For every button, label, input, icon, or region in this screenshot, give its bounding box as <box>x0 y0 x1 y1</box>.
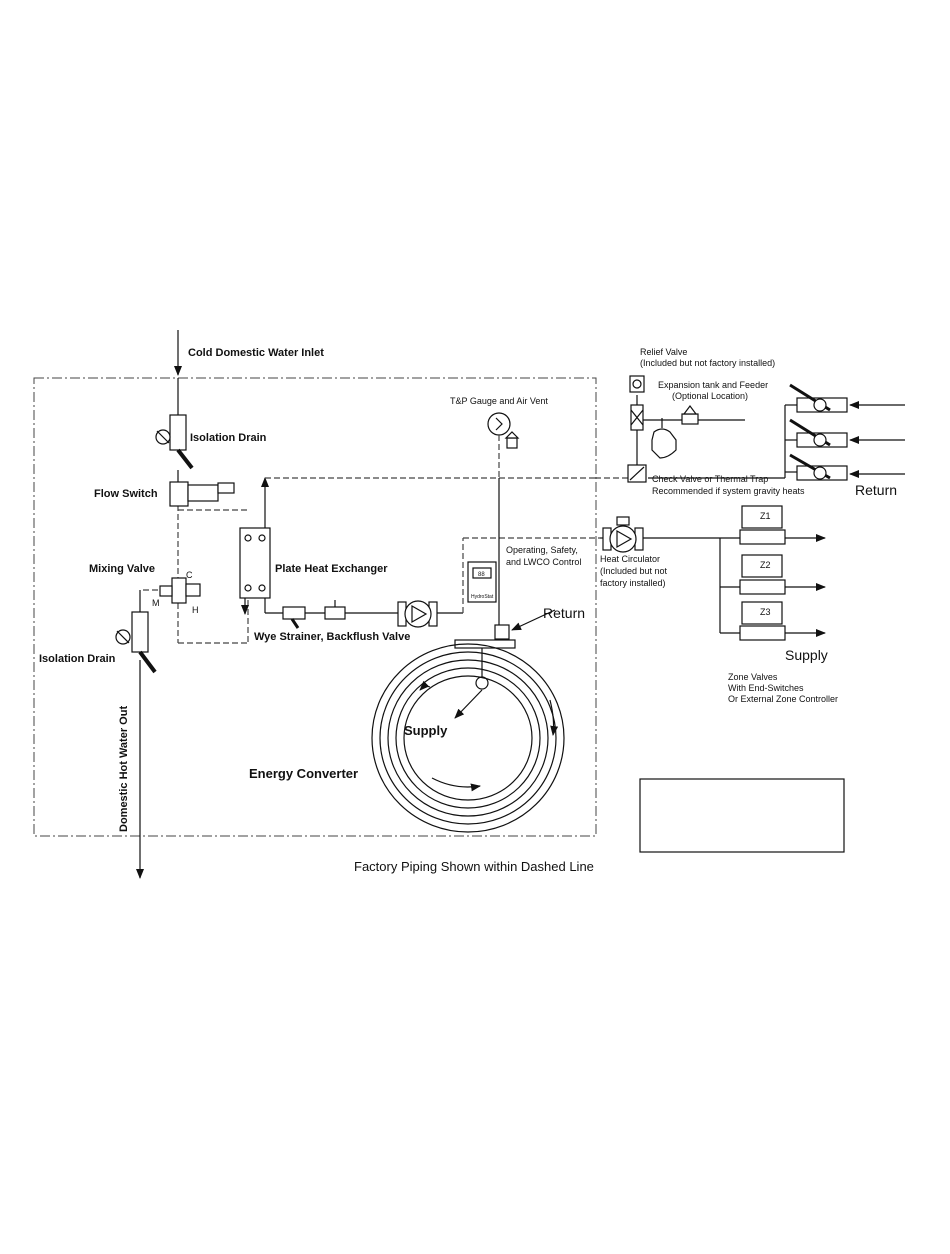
loop-circulator <box>397 600 438 628</box>
heat-circulator-label-1: Heat Circulator <box>600 554 660 564</box>
supply-inner-label: Supply <box>404 723 448 738</box>
energy-converter-coil <box>371 643 565 833</box>
return-outer-label: Return <box>855 482 897 498</box>
energy-converter-label: Energy Converter <box>249 766 358 781</box>
zone-valves-label-3: Or External Zone Controller <box>728 694 838 704</box>
flow-switch-label: Flow Switch <box>94 488 158 500</box>
relief-valve-label-2: (Included but not factory installed) <box>640 358 775 368</box>
expansion-tank-label-1: Expansion tank and Feeder <box>658 380 768 390</box>
return-inner-label: Return <box>543 605 585 621</box>
expansion-tank-label-2: (Optional Location) <box>672 391 748 401</box>
zone-z3-label: Z3 <box>760 607 771 617</box>
operating-control-box <box>467 561 497 603</box>
check-valve <box>627 464 647 483</box>
flow-switch-device <box>169 481 235 507</box>
mixing-valve-body <box>159 577 201 604</box>
zone-valves-label-2: With End-Switches <box>728 683 804 693</box>
wye-strainer-label: Wye Strainer, Backflush Valve <box>254 631 410 643</box>
backflush-valve <box>324 600 346 620</box>
plate-heat-exchanger <box>239 527 271 599</box>
tp-gauge-label: T&P Gauge and Air Vent <box>450 396 548 406</box>
heat-circulator-label-3: factory installed) <box>600 578 666 588</box>
mixing-c-label: C <box>186 570 193 580</box>
converter-header <box>454 609 556 719</box>
zone-z2-label: Z2 <box>760 560 771 570</box>
heat-circulator <box>602 516 644 553</box>
info-box <box>639 778 845 853</box>
domestic-hot-out-label: Domestic Hot Water Out <box>118 706 130 832</box>
check-valve-label-1: Check Valve or Thermal Trap <box>652 474 768 484</box>
wye-strainer <box>282 606 306 629</box>
zone-valves <box>739 505 786 641</box>
isolation-drain-top-label: Isolation Drain <box>190 432 267 444</box>
footer-label: Factory Piping Shown within Dashed Line <box>354 859 594 874</box>
control-label-2: and LWCO Control <box>506 557 581 567</box>
domestic-water-side <box>136 330 249 879</box>
mixing-m-label: M <box>152 598 160 608</box>
mixing-h-label: H <box>192 605 199 615</box>
check-valve-label-2: Recommended if system gravity heats <box>652 486 805 496</box>
mixing-valve-label: Mixing Valve <box>89 563 155 575</box>
isolation-drain-bottom-valve <box>115 611 157 674</box>
return-valves <box>789 383 848 481</box>
heat-loop-piping <box>241 477 600 615</box>
tp-gauge-device <box>487 412 520 625</box>
control-screen: 88 <box>478 572 485 578</box>
cold-inlet-label: Cold Domestic Water Inlet <box>188 347 324 359</box>
relief-valve-label-1: Relief Valve <box>640 347 687 357</box>
control-label-1: Operating, Safety, <box>506 545 578 555</box>
heat-circulator-label-2: (Included but not <box>600 566 668 576</box>
relief-valve <box>629 375 645 431</box>
zone-z1-label: Z1 <box>760 511 771 521</box>
factory-boundary <box>33 377 597 837</box>
zone-valves-label-1: Zone Valves <box>728 672 778 682</box>
supply-outer-label: Supply <box>785 647 828 663</box>
control-brand: HydroStat <box>471 594 494 600</box>
isolation-drain-top-valve <box>155 414 194 470</box>
plate-hx-label: Plate Heat Exchanger <box>275 563 388 575</box>
isolation-drain-bottom-label: Isolation Drain <box>39 653 116 665</box>
expansion-tank <box>651 405 699 459</box>
